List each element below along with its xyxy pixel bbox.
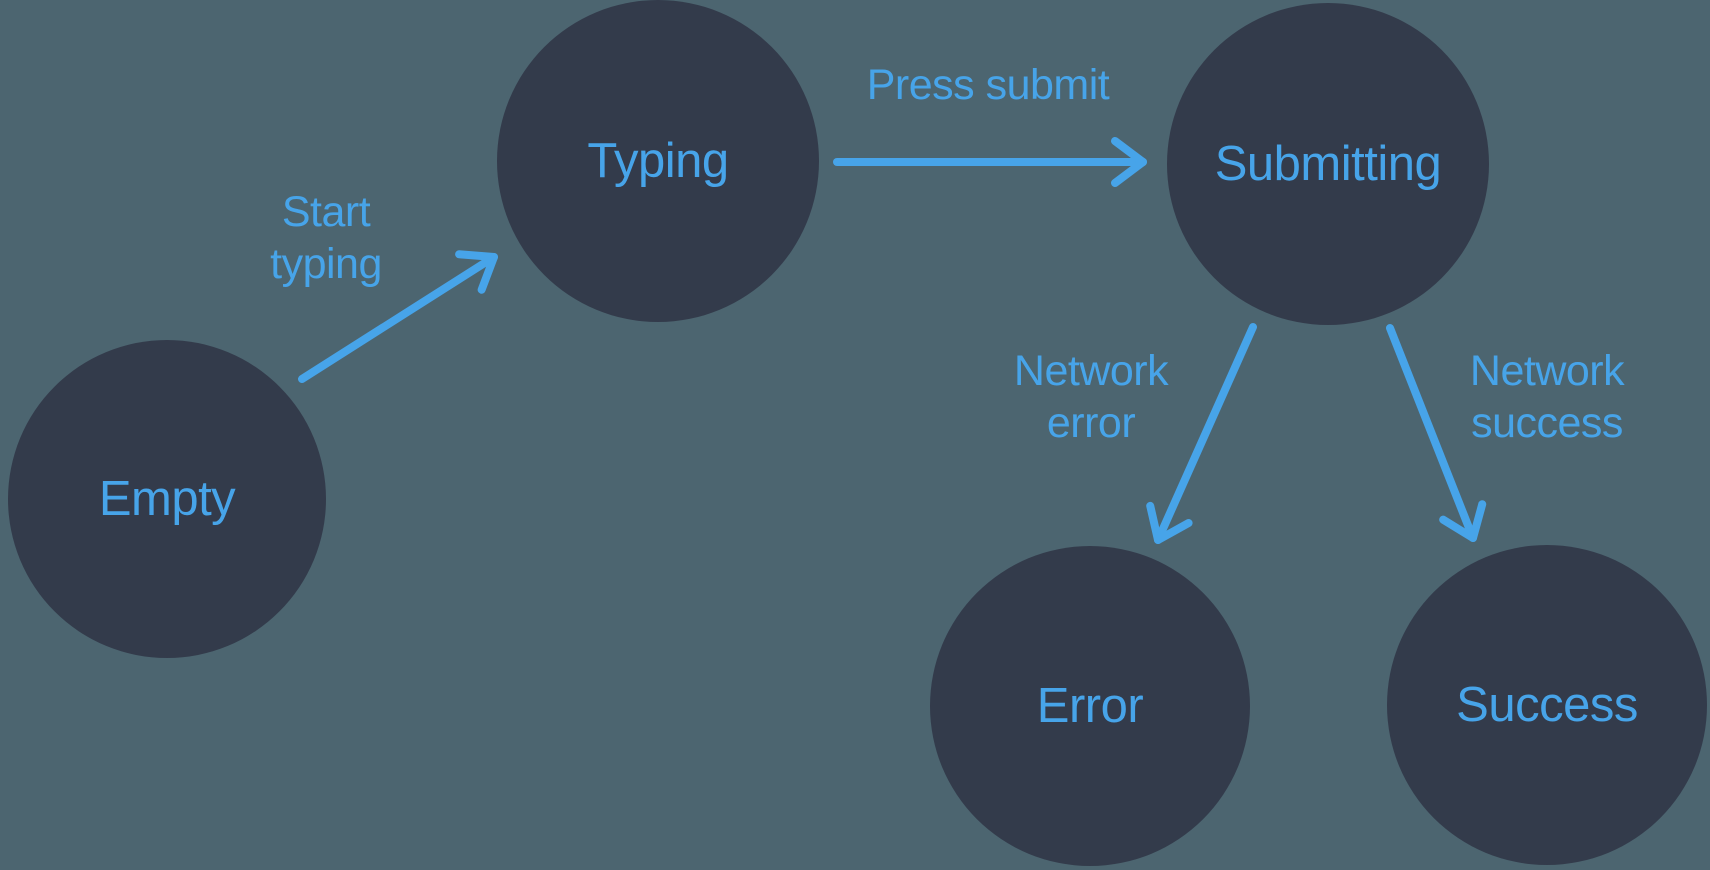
state-node-typing-label: Typing [587,134,729,188]
state-node-submitting: Submitting [1167,3,1489,325]
state-node-success-label: Success [1456,678,1638,732]
state-node-success: Success [1387,545,1707,865]
state-node-submitting-label: Submitting [1214,137,1442,191]
state-node-typing: Typing [497,0,819,322]
state-node-error: Error [930,546,1250,866]
transition-arrow-network-error [1146,323,1257,544]
transition-label-press-submit: Press submit [866,61,1110,109]
transition-label-start-typing: Start typing [270,188,382,288]
transition-label-network-error: Network error [1013,347,1169,447]
transition-arrow-start-typing [298,250,498,383]
state-node-empty: Empty [8,340,326,658]
transition-arrow-network-success [1386,324,1487,542]
state-node-empty-label: Empty [98,472,236,526]
transition-label-network-success: Network success [1469,347,1625,447]
state-node-error-label: Error [1036,679,1144,733]
